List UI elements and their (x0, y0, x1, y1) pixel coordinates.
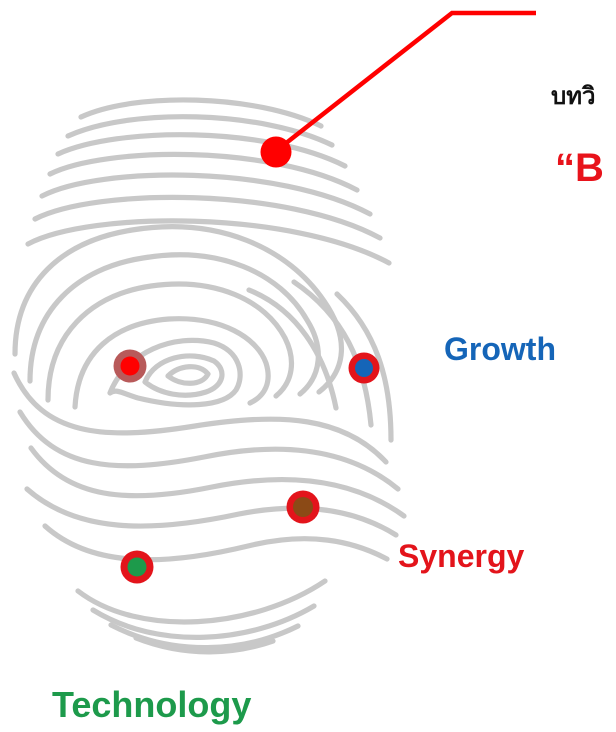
technology-dot-marker (121, 551, 154, 584)
fingerprint-core-middle (145, 356, 222, 395)
synergy-dot-core (293, 497, 313, 517)
red-connector-line (276, 13, 536, 151)
technology-dot-core (128, 558, 147, 577)
technology-label: Technology (52, 687, 251, 723)
fingerprint-ridge-outer-4 (50, 154, 357, 190)
thai-text-label: บทวิ (551, 84, 596, 108)
left-dot-marker (114, 350, 147, 383)
fingerprint-ridge-outer-5 (42, 175, 370, 214)
fingerprint-crossing-ridge-5 (45, 526, 387, 560)
synergy-dot-marker (287, 491, 320, 524)
growth-dot-core (355, 359, 373, 377)
quoted-text-label: “B (555, 148, 604, 188)
growth-dot-marker (349, 353, 380, 384)
connector-red-dot (261, 137, 292, 168)
fingerprint-crossing-ridge-4 (27, 489, 396, 535)
growth-label: Growth (444, 333, 556, 365)
fingerprint-icon (14, 100, 404, 652)
synergy-label: Synergy (398, 540, 524, 572)
fingerprint-lower-ridge-1 (78, 581, 325, 622)
left-dot-inner (121, 357, 140, 376)
fingerprint-core-inner (168, 367, 208, 384)
